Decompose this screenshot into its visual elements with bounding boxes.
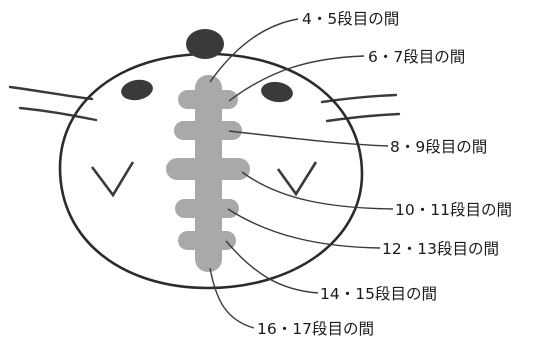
leader-line-8-9 <box>228 130 389 147</box>
whisker-right-bottom <box>325 112 401 123</box>
label-6-7: 6・7段目の間 <box>368 48 465 66</box>
label-4-5: 4・5段目の間 <box>302 10 399 28</box>
eye-left <box>121 79 153 101</box>
whisker-left-top <box>8 85 94 101</box>
leader-line-4-5 <box>209 18 299 83</box>
vertebra-5 <box>178 231 236 250</box>
eye-right <box>261 81 293 103</box>
whisker-right-top <box>320 93 398 104</box>
vertebra-3 <box>166 158 250 180</box>
face-outline <box>58 52 364 290</box>
v-mark-left <box>90 161 135 198</box>
whiskers-right <box>320 93 401 123</box>
vertebra-4 <box>175 199 239 218</box>
vertebra-2 <box>174 121 242 140</box>
leader-line-14-15 <box>225 240 319 294</box>
vertebra-1 <box>178 90 238 109</box>
whisker-left-bottom <box>18 106 98 122</box>
spine <box>166 75 250 272</box>
leader-lines <box>209 18 394 329</box>
leader-line-12-13 <box>227 208 381 249</box>
v-mark-right <box>276 161 318 197</box>
leader-line-16-17 <box>209 267 255 329</box>
whiskers-left <box>8 85 98 122</box>
label-12-13: 12・13段目の間 <box>382 240 499 258</box>
head-bump <box>186 29 224 59</box>
label-14-15: 14・15段目の間 <box>320 285 437 303</box>
label-8-9: 8・9段目の間 <box>390 138 487 156</box>
leader-line-10-11 <box>241 171 394 210</box>
label-10-11: 10・11段目の間 <box>395 201 512 219</box>
leader-line-6-7 <box>228 55 365 102</box>
label-16-17: 16・17段目の間 <box>257 320 374 338</box>
